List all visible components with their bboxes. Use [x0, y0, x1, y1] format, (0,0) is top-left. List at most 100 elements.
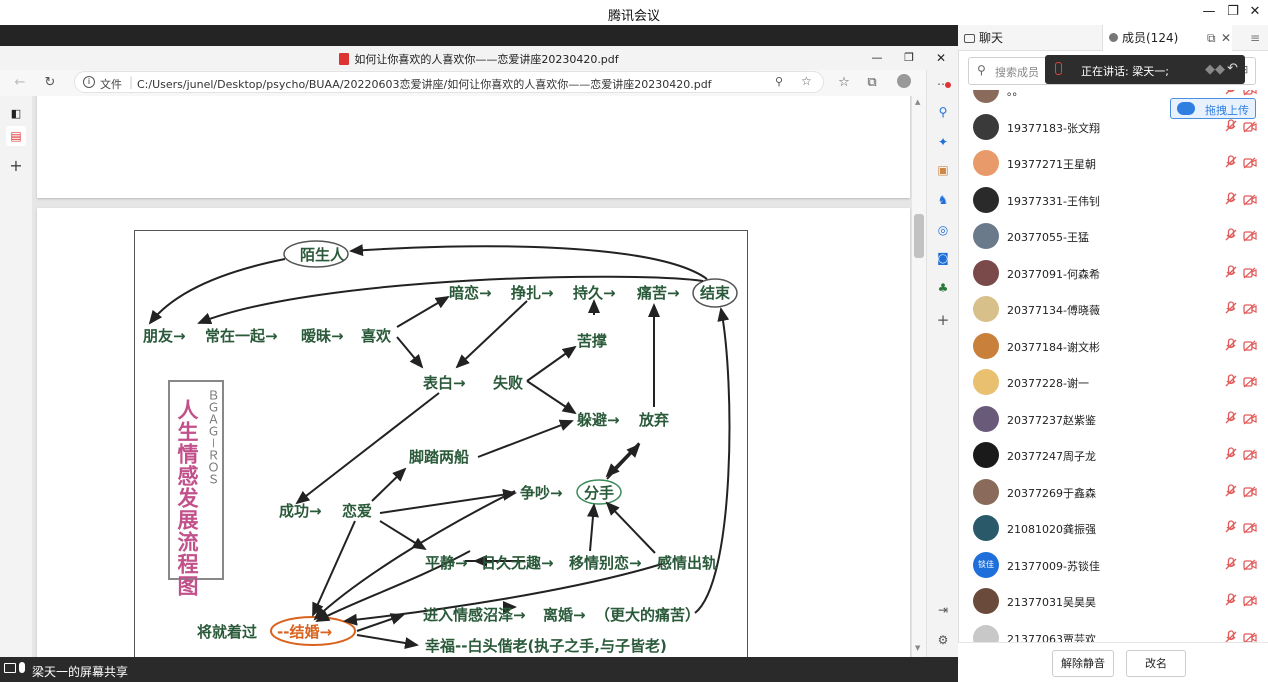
settings-gear-icon[interactable]: ⚙ — [937, 633, 949, 647]
camera-off-icon[interactable] — [1243, 413, 1257, 425]
node-bored: 日久无趣→ — [481, 554, 554, 572]
restore-icon[interactable]: ❐ — [1227, 4, 1239, 19]
avatar: 锬佳 — [973, 551, 999, 578]
mic-muted-icon[interactable] — [1224, 593, 1238, 607]
back-icon[interactable]: ← — [14, 75, 26, 90]
scroll-thumb[interactable] — [914, 214, 924, 258]
zoom-icon[interactable]: ⚲ — [775, 75, 784, 88]
mic-muted-icon[interactable] — [1224, 191, 1238, 206]
mic-muted-icon[interactable] — [1224, 228, 1238, 242]
camera-off-icon[interactable] — [1243, 595, 1257, 607]
camera-off-icon[interactable] — [1243, 230, 1257, 242]
member-row[interactable]: 。。 — [958, 90, 1268, 108]
member-row[interactable]: 21081020龚振强 — [958, 510, 1268, 546]
camera-off-icon[interactable] — [1243, 449, 1257, 461]
favorites-icon[interactable]: ☆ — [838, 75, 850, 90]
copilot-icon[interactable]: ✦ — [937, 135, 949, 149]
member-row[interactable]: 19377271王星朝 — [958, 145, 1268, 181]
rename-button[interactable]: 改名 — [1126, 650, 1186, 677]
member-row[interactable]: 20377184-谢文彬 — [958, 328, 1268, 364]
camera-off-icon[interactable] — [1243, 194, 1257, 206]
favorite-star-icon[interactable]: ☆ — [801, 74, 812, 88]
microphone-icon — [19, 662, 25, 673]
address-bar[interactable]: i 文件 | C:/Users/junel/Desktop/psycho/BUA… — [74, 71, 824, 93]
mic-muted-icon[interactable] — [1224, 90, 1238, 96]
mic-muted-icon[interactable] — [1224, 483, 1238, 498]
browser-minimize-icon[interactable]: — — [871, 51, 883, 64]
close-icon[interactable]: ✕ — [1249, 4, 1261, 19]
collections-icon[interactable]: ⧉ — [867, 75, 877, 90]
camera-off-icon[interactable] — [1243, 522, 1257, 534]
mic-muted-icon[interactable] — [1224, 374, 1238, 388]
tab-members[interactable]: 成员(124) ⧉ ✕ — [1102, 25, 1232, 51]
camera-off-icon[interactable] — [1243, 340, 1257, 352]
camera-off-icon[interactable] — [1243, 632, 1257, 642]
mic-muted-icon[interactable] — [1224, 337, 1238, 352]
scroll-down-icon[interactable]: ▼ — [915, 644, 921, 652]
member-row[interactable]: 19377183-张文翔 — [958, 109, 1268, 145]
camera-off-icon[interactable] — [1243, 486, 1257, 498]
member-row[interactable]: 21377031吴昊昊 — [958, 583, 1268, 619]
node-happy: 幸福--白头偕老(执子之手,与子皆老) — [425, 637, 667, 655]
camera-off-icon[interactable] — [1243, 121, 1257, 133]
camera-off-icon[interactable] — [1243, 157, 1257, 169]
panel-close-icon[interactable]: ✕ — [1221, 31, 1232, 45]
refresh-icon[interactable]: ↻ — [44, 75, 56, 90]
sidebar-hide-icon[interactable]: ⇥ — [937, 603, 949, 617]
camera-off-icon[interactable] — [1243, 303, 1257, 315]
member-row[interactable]: 20377237赵紫鉴 — [958, 401, 1268, 437]
mic-muted-icon[interactable] — [1224, 520, 1238, 534]
pdf-scrollbar[interactable]: ▲ ▼ — [912, 96, 926, 657]
member-row[interactable]: 21377063贾芸欢 — [958, 620, 1268, 643]
outlook-icon[interactable]: ◙ — [937, 251, 949, 265]
mic-muted-icon[interactable] — [1224, 264, 1238, 279]
node-calm: 平静→ — [425, 554, 468, 572]
tab-chat[interactable]: 聊天 — [964, 25, 1003, 51]
mic-muted-icon[interactable] — [1224, 410, 1238, 425]
node-divorce: 离婚→ — [543, 606, 586, 624]
camera-off-icon[interactable] — [1243, 559, 1257, 571]
panel-menu-icon[interactable]: ≡ — [1250, 31, 1261, 45]
node-persist: 持久→ — [573, 284, 616, 302]
mic-muted-icon[interactable] — [1224, 155, 1238, 169]
camera-off-icon[interactable] — [1243, 90, 1257, 96]
mic-muted-icon[interactable] — [1224, 118, 1238, 133]
node-crush: 暗恋→ — [449, 284, 492, 302]
add-sidebar-icon[interactable]: + — [936, 311, 950, 329]
member-name: 20377237赵紫鉴 — [1007, 413, 1096, 427]
member-row[interactable]: 19377331-王伟钊 — [958, 182, 1268, 218]
member-row[interactable]: 20377269于鑫森 — [958, 474, 1268, 510]
drag-upload-button[interactable]: 拖拽上传 — [1170, 98, 1256, 119]
search-icon[interactable]: ⚲ — [938, 105, 948, 119]
popout-icon[interactable]: ⧉ — [1207, 31, 1216, 45]
member-row[interactable]: 20377228-谢一 — [958, 364, 1268, 400]
camera-off-icon[interactable] — [1243, 376, 1257, 388]
mic-muted-icon[interactable] — [1224, 629, 1238, 643]
pdf-tab-icon[interactable]: ▤ — [6, 126, 26, 146]
mic-muted-icon[interactable] — [1224, 556, 1238, 571]
member-name: 20377055-王猛 — [1007, 231, 1089, 244]
search-icon: ⚲ — [977, 63, 986, 77]
new-tab-icon[interactable]: + — [9, 156, 23, 175]
shopping-icon[interactable]: ▣ — [937, 163, 949, 177]
member-row[interactable]: 20377247周子龙 — [958, 437, 1268, 473]
office-icon[interactable]: ◎ — [937, 223, 949, 237]
mic-muted-icon[interactable] — [1224, 447, 1238, 461]
sidebar-toggle-icon[interactable]: ◧ — [10, 107, 22, 120]
tools-icon[interactable]: ♞ — [937, 193, 949, 207]
unmute-button[interactable]: 解除静音 — [1052, 650, 1114, 677]
browser-restore-icon[interactable]: ❐ — [904, 51, 914, 64]
member-name: 20377247周子龙 — [1007, 450, 1096, 463]
member-row[interactable]: 20377134-傅晓薇 — [958, 291, 1268, 327]
member-row[interactable]: 20377055-王猛 — [958, 218, 1268, 254]
minimize-icon[interactable]: — — [1202, 4, 1216, 19]
profile-icon[interactable] — [894, 73, 914, 93]
scroll-up-icon[interactable]: ▲ — [915, 98, 921, 106]
member-row[interactable]: 20377091-何森希 — [958, 255, 1268, 291]
tree-icon[interactable]: ♣ — [937, 281, 949, 295]
browser-close-icon[interactable]: ✕ — [935, 51, 947, 65]
camera-off-icon[interactable] — [1243, 267, 1257, 279]
undo-icon[interactable]: ↶ — [1227, 61, 1238, 76]
mic-muted-icon[interactable] — [1224, 301, 1238, 315]
